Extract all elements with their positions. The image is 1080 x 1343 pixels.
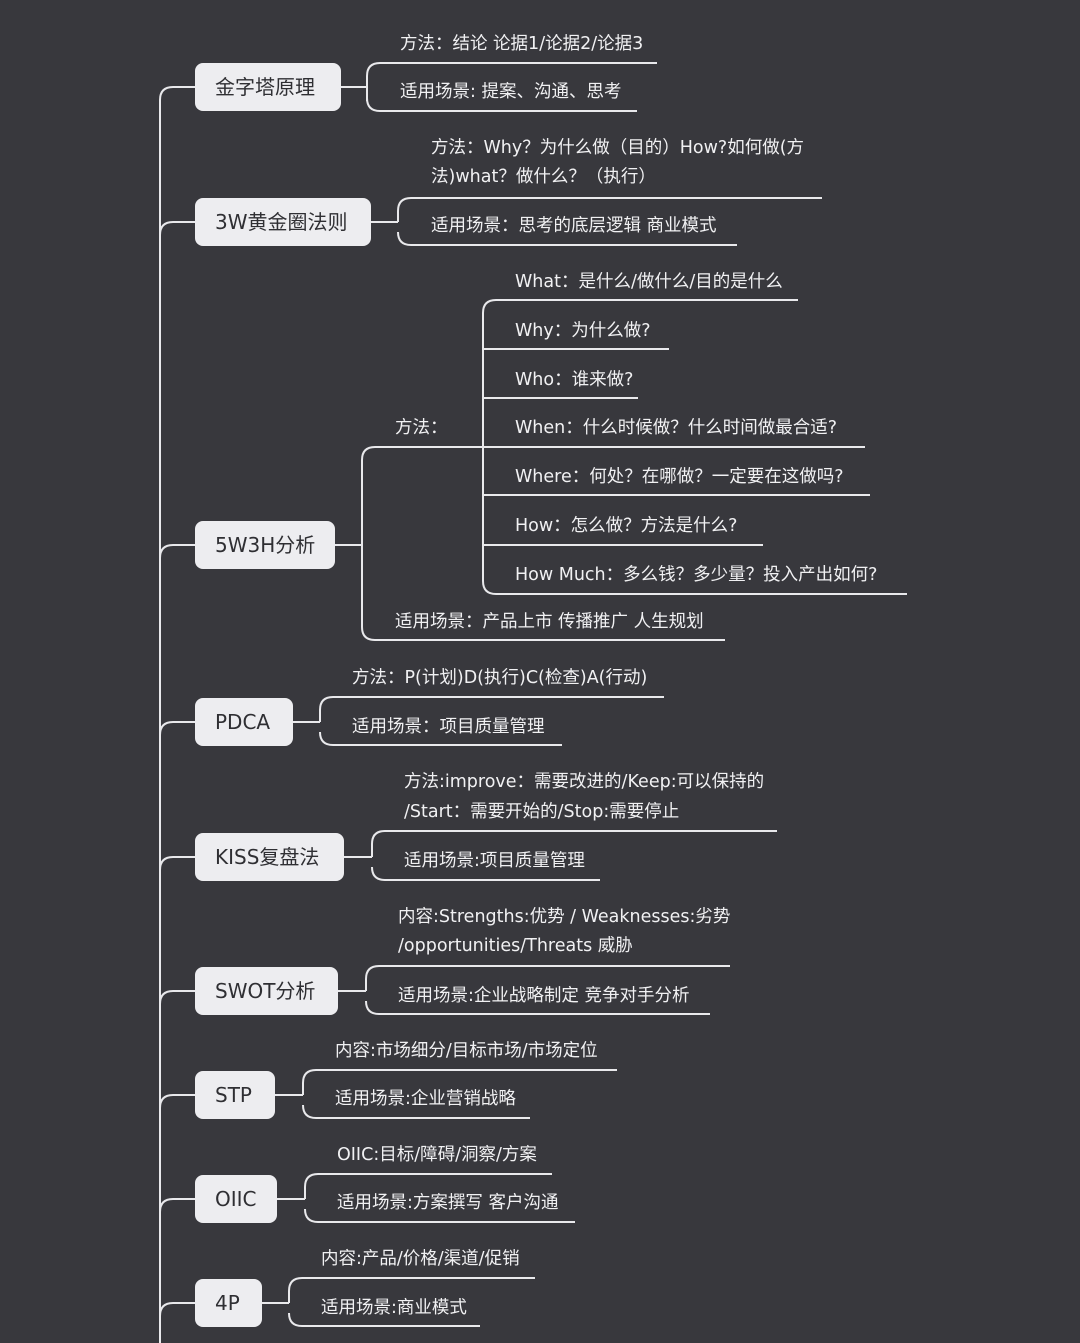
wire-3w: [371, 197, 822, 246]
node-jinzita[interactable]: 金字塔原理: [195, 63, 341, 111]
leaf-5w3h-what: What：是什么/做什么/目的是什么: [515, 272, 783, 292]
trunk-branch-kiss: [159, 856, 195, 871]
leaf-5w3h-who: Who：谁来做?: [515, 370, 634, 390]
leaf-kiss-method-1: 方法:improve：需要改进的/Keep:可以保持的: [404, 772, 765, 792]
wire-jinzita: [341, 62, 657, 112]
leaf-stp-content: 内容:市场细分/目标市场/市场定位: [335, 1041, 598, 1061]
leaf-pdca-scene: 适用场景：项目质量管理: [352, 717, 545, 737]
node-5w3h[interactable]: 5W3H分析: [195, 521, 335, 569]
leaf-kiss-method-2: /Start：需要开始的/Stop:需要停止: [404, 802, 680, 822]
wire-4p: [262, 1277, 535, 1327]
leaf-kiss-scene: 适用场景:项目质量管理: [404, 851, 585, 871]
leaf-3w-method-1: 方法：Why？为什么做（目的）How?如何做(方: [431, 138, 805, 158]
leaf-5w3h-how: How：怎么做？方法是什么?: [515, 516, 738, 536]
node-stp[interactable]: STP: [195, 1071, 275, 1119]
trunk-branch-stp: [159, 1094, 195, 1109]
wire-stp: [275, 1069, 617, 1119]
trunk-branch-oiic: [159, 1198, 195, 1213]
node-4p[interactable]: 4P: [195, 1279, 262, 1327]
node-3w[interactable]: 3W黄金圈法则: [195, 198, 371, 246]
leaf-4p-content: 内容:产品/价格/渠道/促销: [321, 1249, 520, 1269]
leaf-3w-method-2: 法)what？做什么？（执行）: [431, 167, 656, 187]
leaf-jinzita-method: 方法：结论 论据1/论据2/论据3: [400, 34, 644, 54]
wire-kiss: [344, 830, 777, 881]
leaf-oiic-scene: 适用场景:方案撰写 客户沟通: [337, 1193, 559, 1213]
leaf-stp-scene: 适用场景:企业营销战略: [335, 1089, 516, 1109]
trunk-line: [159, 86, 195, 1343]
leaf-5w3h-when: When：什么时候做？什么时间做最合适?: [515, 418, 838, 438]
trunk-branch-pdca: [159, 721, 195, 736]
wire-5w3h: [335, 446, 725, 641]
leaf-pdca-method: 方法：P(计划)D(执行)C(检查)A(行动): [352, 668, 648, 688]
leaf-oiic-content: OIIC:目标/障碍/洞察/方案: [337, 1145, 537, 1165]
node-pdca[interactable]: PDCA: [195, 698, 293, 746]
leaf-3w-scene: 适用场景：思考的底层逻辑 商业模式: [431, 216, 717, 236]
leaf-swot-content-2: /opportunities/Threats 威胁: [398, 936, 633, 956]
leaf-swot-scene: 适用场景:企业战略制定 竞争对手分析: [398, 986, 690, 1006]
leaf-jinzita-scene: 适用场景: 提案、沟通、思考: [400, 82, 622, 102]
node-swot[interactable]: SWOT分析: [195, 967, 338, 1015]
wire-oiic: [277, 1173, 575, 1223]
wire-pdca: [293, 696, 664, 746]
leaf-swot-content-1: 内容:Strengths:优势 / Weaknesses:劣势: [398, 907, 731, 927]
trunk-branch-3w: [159, 221, 195, 236]
leaf-5w3h-scene: 适用场景：产品上市 传播推广 人生规划: [395, 612, 704, 632]
leaf-5w3h-how-much: How Much：多么钱？多少量？投入产出如何?: [515, 565, 878, 585]
leaf-5w3h-method-label: 方法：: [395, 418, 448, 438]
node-oiic[interactable]: OIIC: [195, 1175, 277, 1223]
wire-swot: [338, 965, 730, 1015]
trunk-branch-5w3h: [159, 544, 195, 559]
wire-5w3h-items: [482, 299, 907, 595]
node-kiss[interactable]: KISS复盘法: [195, 833, 344, 881]
leaf-4p-scene: 适用场景:商业模式: [321, 1298, 467, 1318]
trunk-branch-4p: [159, 1302, 195, 1317]
leaf-5w3h-why: Why：为什么做?: [515, 321, 651, 341]
trunk-branch-swot: [159, 990, 195, 1005]
leaf-5w3h-where: Where：何处？在哪做？一定要在这做吗?: [515, 467, 844, 487]
